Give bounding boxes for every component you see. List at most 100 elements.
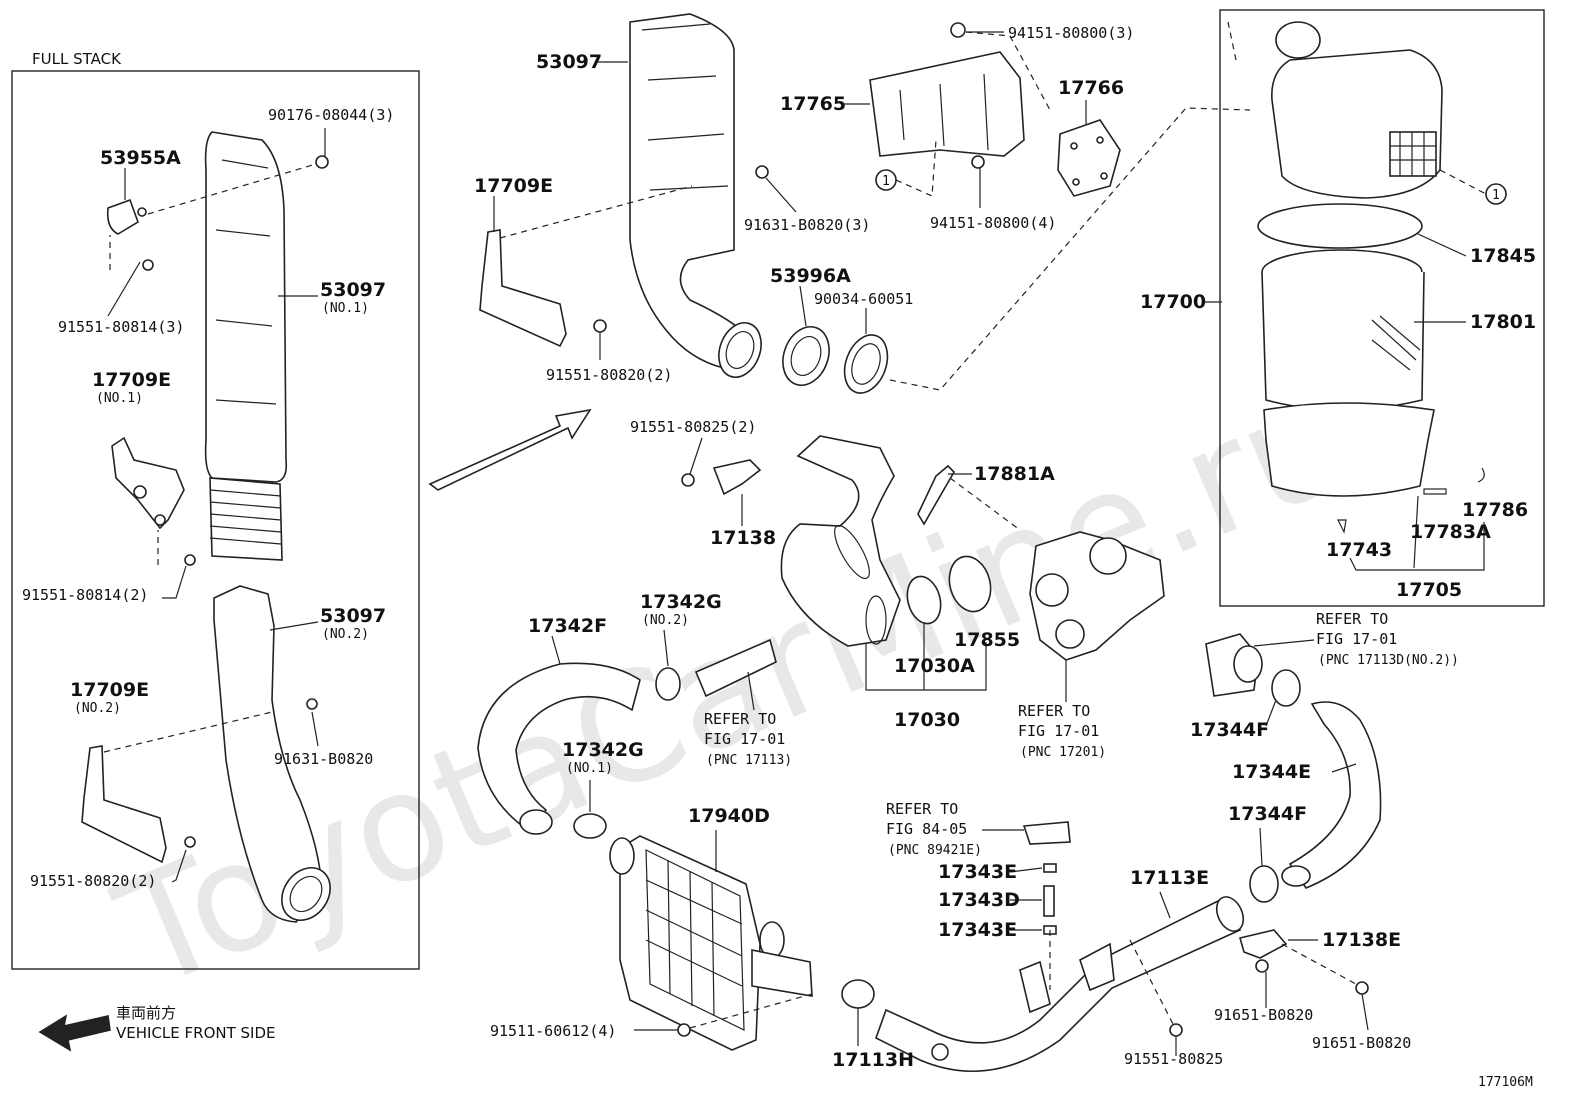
label-17786: 17786 <box>1462 499 1528 521</box>
label-17766: 17766 <box>1058 77 1124 99</box>
label-53996a: 53996A <box>770 265 851 287</box>
refer-17113d-line3: (PNC 17113D(NO.2)) <box>1318 653 1459 668</box>
pipe-17113-part <box>694 638 777 698</box>
label-53097-top: 53097 <box>536 51 602 73</box>
pin-17743-part <box>1337 519 1347 534</box>
leader-91631-b0820-3 <box>765 177 797 213</box>
leaders-air-cleaner <box>1204 233 1485 571</box>
label-91551-80825: 91551-80825 <box>1124 1050 1223 1068</box>
bracket-17709e-no1-part <box>111 436 185 530</box>
refer-17201-line3: (PNC 17201) <box>1020 745 1106 760</box>
clamp-17113h-part <box>841 979 875 1009</box>
label-17743: 17743 <box>1326 539 1392 561</box>
bolts-17765 <box>950 22 985 169</box>
clip-17786-part <box>1477 467 1485 483</box>
label-17709e-no1: 17709E <box>92 369 171 391</box>
leaders-right <box>1253 639 1369 1031</box>
snorkel-top-part <box>629 13 762 378</box>
dashed-guides-left <box>103 163 317 753</box>
label-17845: 17845 <box>1470 245 1536 267</box>
bolts-intercooler <box>677 1023 691 1037</box>
bracket-17709e-top-part <box>479 229 567 348</box>
label-91511-60612-4: 91511-60612(4) <box>490 1022 616 1040</box>
refer-17113-line3: (PNC 17113) <box>706 753 792 768</box>
label-17030a: 17030A <box>894 655 975 677</box>
label-17855: 17855 <box>954 629 1020 651</box>
circle-marker-right <box>1485 183 1507 205</box>
full-stack-frame <box>11 70 420 970</box>
label-91651-b0820-b: 91651-B0820 <box>1312 1034 1411 1052</box>
label-94151-80800-4: 94151-80800(4) <box>930 214 1056 232</box>
hose-17342f-end <box>519 809 553 835</box>
refer-17113d-line1: REFER TO <box>1316 610 1388 628</box>
label-90034-60051: 90034-60051 <box>814 290 913 308</box>
air-cleaner-frame <box>1219 9 1545 607</box>
refer-89421e-line3: (PNC 89421E) <box>888 843 982 858</box>
label-53097-no1: 53097 <box>320 279 386 301</box>
leaders-17113e <box>982 829 1177 1056</box>
bracket-17765-part <box>869 51 1025 157</box>
label-90176-08044: 90176-08044(3) <box>268 106 394 124</box>
label-17342f: 17342F <box>528 615 607 637</box>
label-91551-80825-2: 91551-80825(2) <box>630 418 756 436</box>
element-17801-part <box>1261 249 1425 411</box>
label-17344f-b: 17344F <box>1228 803 1307 825</box>
label-91651-b0820-a: 91651-B0820 <box>1214 1006 1313 1024</box>
hose-17855-part <box>948 555 992 613</box>
refer-17113d-line2: FIG 17-01 <box>1316 630 1397 648</box>
label-17030: 17030 <box>894 709 960 731</box>
label-53097-no2: 53097 <box>320 605 386 627</box>
label-17700: 17700 <box>1140 291 1206 313</box>
hose-17881a-part <box>917 464 955 526</box>
full-stack-label: FULL STACK <box>32 50 122 68</box>
bracket-17709e-no2-part <box>81 745 167 864</box>
sensor-89421e-part <box>1022 821 1071 845</box>
intercooler-17940d-part <box>609 835 813 1051</box>
label-91551-80814-3: 91551-80814(3) <box>58 318 184 336</box>
cover-17705-part <box>1263 402 1435 497</box>
direction-arrow <box>428 408 592 491</box>
vehicle-front-arrow <box>38 1014 111 1052</box>
clamp-17344f-a-part <box>1271 669 1301 707</box>
dashed-guides-17138e <box>1281 943 1357 985</box>
label-94151-80800-3: 94151-80800(3) <box>1008 24 1134 42</box>
clamp-17343e-a-part <box>1043 863 1057 873</box>
leaders-mid <box>689 437 1067 702</box>
hose-17343d-part <box>1043 885 1055 917</box>
label-17783a: 17783A <box>1410 521 1491 543</box>
label-17343e-b: 17343E <box>938 919 1017 941</box>
label-17343e-a: 17343E <box>938 861 1017 883</box>
label-91551-80814-2: 91551-80814(2) <box>22 586 148 604</box>
turbocharger-part <box>1029 531 1165 661</box>
label-17709e-top: 17709E <box>474 175 553 197</box>
outlet-17113d-part <box>1205 633 1263 697</box>
circle-marker-right-text: 1 <box>1492 188 1500 203</box>
label-91631-b0820-3: 91631-B0820(3) <box>744 216 870 234</box>
label-91631-b0820-left: 91631-B0820 <box>274 750 373 768</box>
circle-marker-left-text: 1 <box>882 174 890 189</box>
hose-17344e-end <box>1281 865 1311 887</box>
label-17709e-no2-sub: (NO.2) <box>74 701 121 716</box>
snorkel-upper-no1-part <box>204 131 288 561</box>
vehicle-front-jp: 車両前方 <box>116 1004 176 1022</box>
leaders-hoses <box>551 629 755 812</box>
label-17138e: 17138E <box>1322 929 1401 951</box>
label-53097-no2-sub: (NO.2) <box>322 627 369 642</box>
dashed-guides-top-right <box>889 21 1487 531</box>
leaders-left <box>107 128 326 883</box>
label-17138: 17138 <box>710 527 776 549</box>
label-17113e: 17113E <box>1130 867 1209 889</box>
refer-17113-line1: REFER TO <box>704 710 776 728</box>
hose-17344e-part <box>1288 701 1382 889</box>
label-17705: 17705 <box>1396 579 1462 601</box>
hose-assy-17030-part <box>780 435 901 647</box>
bolts-left <box>142 155 329 848</box>
refer-89421e-line2: FIG 84-05 <box>886 820 967 838</box>
bolt-91551-80825-part <box>1169 1023 1183 1037</box>
rubber-hose-53996a-part <box>782 326 830 386</box>
leaders-intercooler <box>634 830 859 1046</box>
label-91551-80820-2-left: 91551-80820(2) <box>30 872 156 890</box>
snorkel-lower-no2-part <box>213 585 331 923</box>
bracket-17138-part <box>681 459 762 496</box>
